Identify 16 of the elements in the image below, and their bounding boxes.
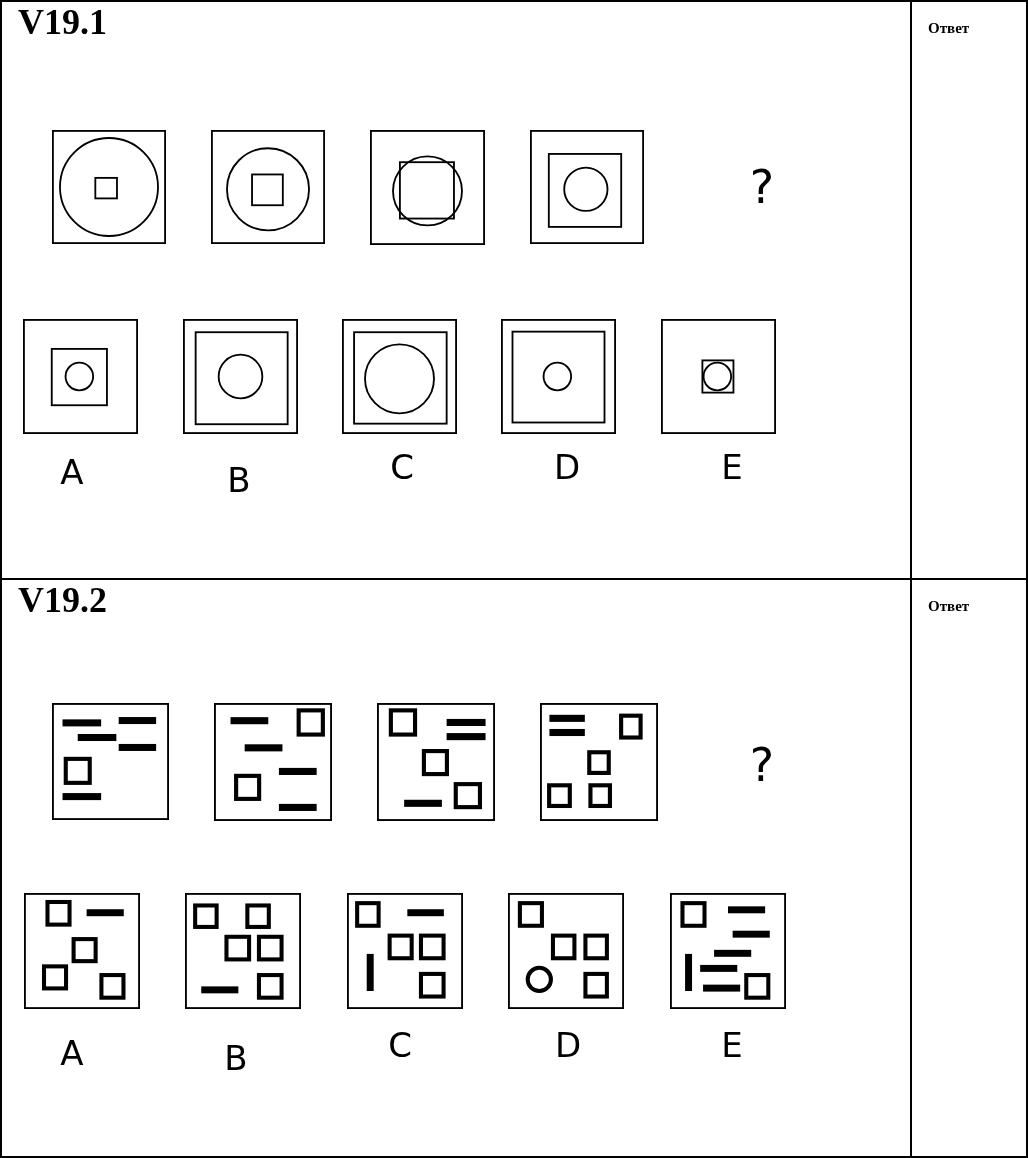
option-letter: C (388, 1028, 412, 1062)
option-letter: D (554, 1028, 582, 1062)
question-mark: ? (749, 164, 775, 210)
option-letter: B (227, 463, 251, 497)
option-letter: A (60, 1036, 84, 1070)
answer-heading: Ответ (928, 20, 970, 37)
task-number: V19.1 (18, 2, 107, 42)
option-letter: C (390, 450, 414, 484)
option-letter: B (224, 1041, 248, 1075)
option-letter: A (60, 455, 84, 489)
answer-heading: Ответ (928, 598, 970, 615)
option-letter: D (553, 450, 581, 484)
question-mark: ? (749, 742, 775, 788)
option-letter: E (721, 450, 743, 484)
option-letter: E (721, 1028, 743, 1062)
task-number: V19.2 (18, 580, 107, 620)
